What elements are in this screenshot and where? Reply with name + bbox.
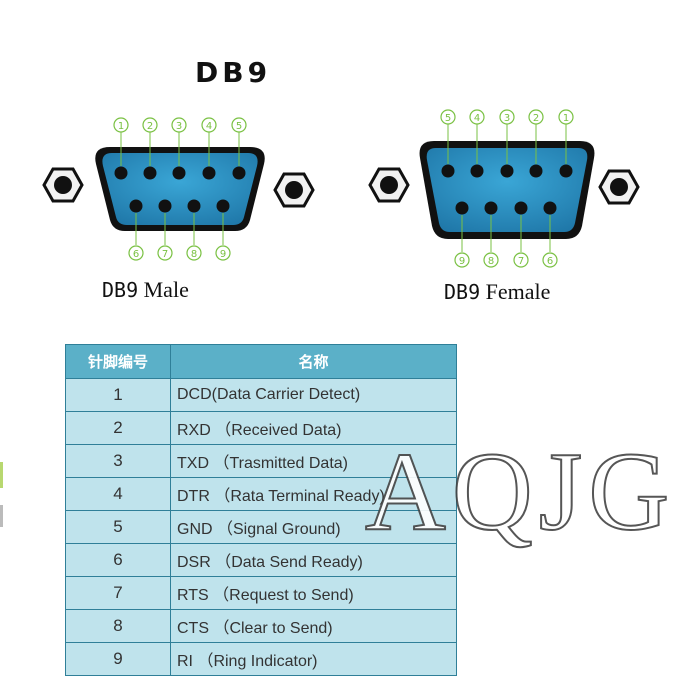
female-pin-label: 3 — [504, 113, 510, 124]
male-pin-label: 5 — [236, 121, 242, 132]
male-pin-label: 1 — [118, 121, 124, 132]
page-title: DB9 — [195, 56, 272, 89]
male-pin-label: 4 — [206, 121, 212, 132]
edge-marker — [0, 505, 3, 527]
pin-name: RXD （Received Data) — [170, 411, 457, 445]
male-label-suffix: Male — [143, 277, 189, 302]
male-label-prefix: DB9 — [102, 278, 139, 302]
pin-number: 9 — [65, 642, 171, 676]
female-pin-label: 5 — [445, 113, 451, 124]
male-left-screw — [42, 167, 84, 203]
pin-number: 8 — [65, 609, 171, 643]
male-right-screw — [273, 172, 315, 208]
male-top-pins — [114, 166, 246, 180]
pin-name: DSR （Data Send Ready) — [170, 543, 457, 577]
pin-name: GND （Signal Ground) — [170, 510, 457, 544]
header-pin-number: 针脚编号 — [65, 344, 171, 379]
female-pin-label: 8 — [488, 256, 494, 267]
female-label: DB9 Female — [444, 279, 550, 305]
watermark: AQJG — [364, 429, 676, 555]
male-pin-label: 7 — [162, 249, 168, 260]
female-left-screw — [368, 167, 410, 203]
header-name: 名称 — [170, 344, 457, 379]
male-pin-label: 2 — [147, 121, 153, 132]
male-pin-label: 6 — [133, 249, 139, 260]
pin-name: CTS （Clear to Send) — [170, 609, 457, 643]
female-connector: 5 4 3 2 1 9 8 7 6 — [368, 109, 640, 268]
male-bottom-pins — [129, 199, 230, 213]
male-pin-label: 9 — [220, 249, 226, 260]
pin-number: 7 — [65, 576, 171, 610]
table-header-row: 针脚编号 名称 — [65, 344, 457, 379]
pin-name: RI （Ring Indicator) — [170, 642, 457, 676]
pin-name: DCD(Data Carrier Detect) — [170, 378, 457, 412]
pin-number: 2 — [65, 411, 171, 445]
female-pin-label: 2 — [533, 113, 539, 124]
male-label: DB9 Male — [102, 277, 189, 303]
female-pin-label: 9 — [459, 256, 465, 267]
female-pin-label: 1 — [563, 113, 569, 124]
pin-name: DTR （Rata Terminal Ready) — [170, 477, 457, 511]
connector-diagram: 1 2 3 4 5 6 7 8 9 — [42, 109, 640, 268]
female-right-screw — [598, 169, 640, 205]
pin-number: 1 — [65, 378, 171, 412]
pin-number: 6 — [65, 543, 171, 577]
pin-name: RTS （Request to Send) — [170, 576, 457, 610]
female-pin-label: 6 — [547, 256, 553, 267]
pin-number: 5 — [65, 510, 171, 544]
female-top-pins — [441, 164, 573, 178]
female-pin-label: 4 — [474, 113, 480, 124]
pin-number: 4 — [65, 477, 171, 511]
female-pin-label: 7 — [518, 256, 524, 267]
male-pin-label: 3 — [176, 121, 182, 132]
edge-marker — [0, 462, 3, 488]
pin-name: TXD （Trasmitted Data) — [170, 444, 457, 478]
male-connector: 1 2 3 4 5 6 7 8 9 — [42, 117, 315, 261]
pin-number: 3 — [65, 444, 171, 478]
female-label-suffix: Female — [485, 279, 551, 304]
female-label-prefix: DB9 — [444, 280, 481, 304]
male-pin-label: 8 — [191, 249, 197, 260]
female-bottom-pins — [455, 201, 557, 215]
